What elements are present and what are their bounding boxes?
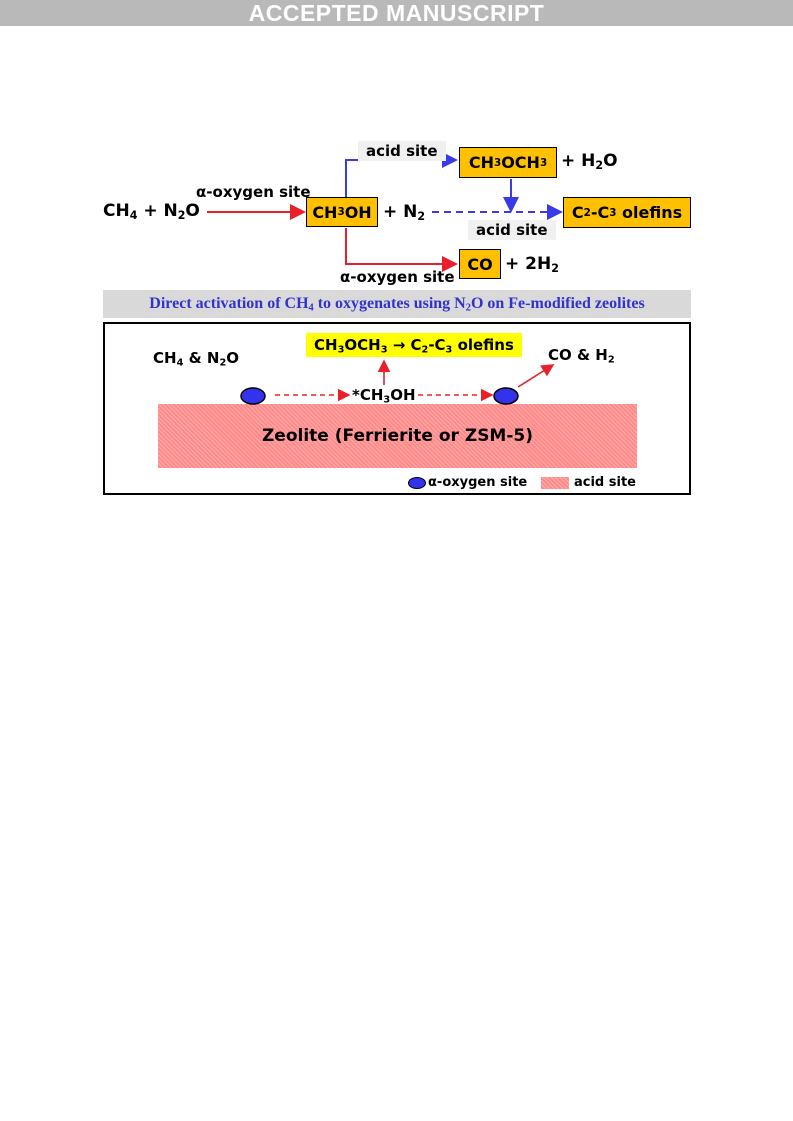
mechanism-panel	[103, 322, 691, 495]
banner-text: ACCEPTED MANUSCRIPT	[248, 0, 545, 26]
arrow-site-to-products	[517, 364, 555, 388]
byproduct-water: + H2O	[561, 151, 618, 172]
panel-reactants: CH4 & N2O	[153, 349, 240, 369]
manuscript-banner: ACCEPTED MANUSCRIPT	[0, 0, 793, 26]
label-alpha-oxygen-top: α-oxygen site	[196, 183, 311, 201]
legend-acid-label: acid site	[574, 475, 636, 490]
byproduct-n2: + N2	[383, 202, 426, 223]
panel-products: CO & H2	[548, 346, 615, 366]
legend-alpha-swatch	[408, 477, 426, 489]
zeolite-label: Zeolite (Ferrierite or ZSM-5)	[261, 426, 534, 446]
graphic-title-bar: Direct activation of CH4 to oxygenates u…	[103, 290, 691, 318]
alpha-oxygen-site-right	[493, 387, 519, 405]
label-acid-site-bottom: acid site	[468, 220, 556, 240]
graphic-title: Direct activation of CH4 to oxygenates u…	[149, 295, 645, 314]
reactants-ch4-n2o: CH4 + N2O	[103, 201, 200, 222]
conversion-highlight: CH3OCH3 → C2-C3 olefins	[306, 333, 522, 357]
label-acid-site-top: acid site	[358, 141, 446, 161]
box-carbon-monoxide: CO	[459, 249, 501, 279]
panel-intermediate: *CH3OH	[352, 386, 416, 406]
legend-alpha-label: α-oxygen site	[428, 475, 528, 490]
arrow-methanol-to-co	[345, 228, 458, 272]
legend-acid-swatch	[541, 477, 569, 489]
label-alpha-oxygen-bottom: α-oxygen site	[340, 268, 455, 286]
zeolite-support: Zeolite (Ferrierite or ZSM-5)	[158, 404, 637, 468]
byproduct-hydrogen: + 2H2	[505, 254, 559, 275]
alpha-oxygen-site-left	[240, 387, 266, 405]
